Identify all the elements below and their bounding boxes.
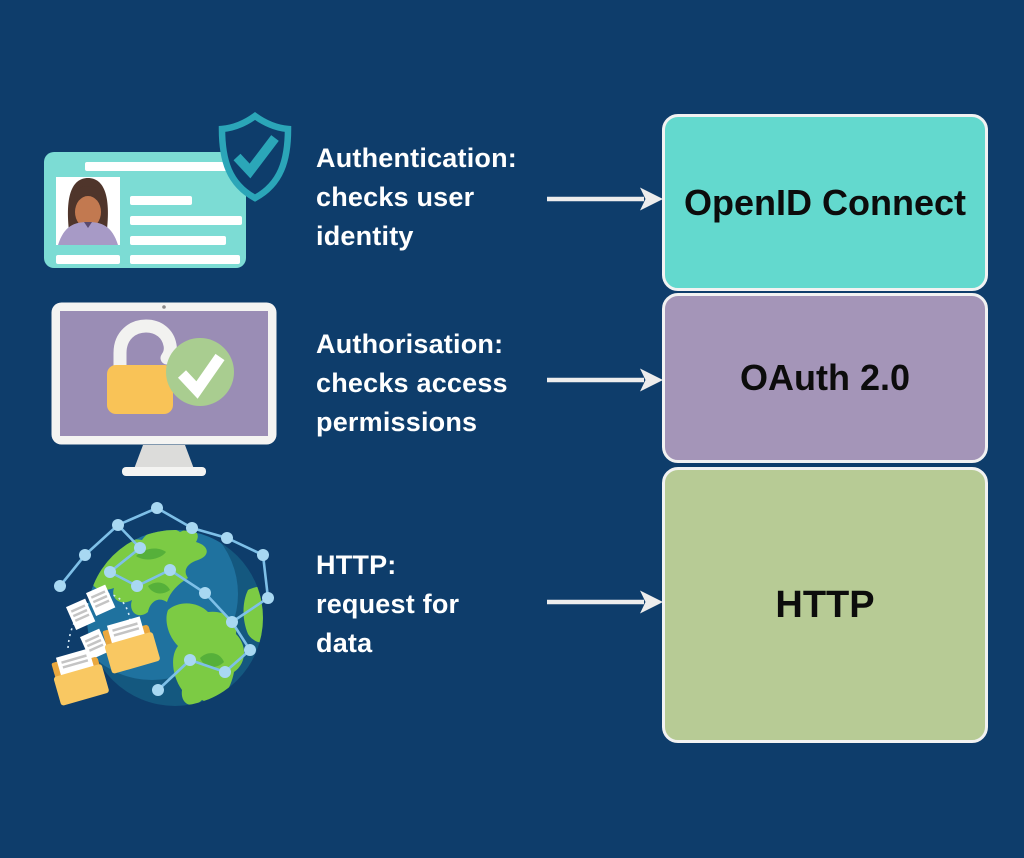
oauth-box-label: OAuth 2.0	[739, 357, 910, 398]
unlocked-padlock-icon	[107, 319, 177, 414]
arrow-right-icon	[547, 368, 663, 392]
oauth-box: OAuth 2.0	[662, 293, 988, 463]
check-badge-icon	[166, 338, 234, 406]
folder-icon	[102, 616, 160, 674]
label-line: checks user	[316, 182, 475, 212]
http-label: HTTP: request for data	[316, 546, 459, 663]
label-line: HTTP:	[316, 550, 397, 580]
monitor-icon	[51, 302, 277, 476]
globe-network-icon	[40, 498, 275, 713]
label-line: identity	[316, 221, 414, 251]
label-line: data	[316, 628, 373, 658]
openid-connect-box: OpenID Connect	[662, 114, 988, 291]
document-icons	[65, 584, 116, 660]
openid-connect-box-label: OpenID Connect	[683, 181, 966, 223]
folder-icon	[51, 648, 109, 706]
authentication-label: Authentication: checks user identity	[316, 139, 517, 256]
label-line: checks access	[316, 368, 508, 398]
http-box: HTTP	[662, 467, 988, 743]
label-line: permissions	[316, 407, 478, 437]
avatar	[58, 178, 118, 245]
label-line: Authorisation:	[316, 329, 504, 359]
arrow-right-icon	[547, 187, 663, 211]
http-box-label: HTTP	[775, 583, 875, 626]
id-card-shield-icon	[44, 110, 294, 270]
authorisation-label: Authorisation: checks access permissions	[316, 325, 508, 442]
network-nodes	[54, 502, 274, 696]
arrow-right-icon	[547, 590, 663, 614]
shield-check-icon	[218, 111, 292, 202]
monitor-unlock-icon	[50, 301, 278, 477]
label-line: Authentication:	[316, 143, 517, 173]
id-card-icon	[44, 111, 292, 268]
label-line: request for	[316, 589, 460, 619]
globe-icon	[51, 502, 274, 706]
